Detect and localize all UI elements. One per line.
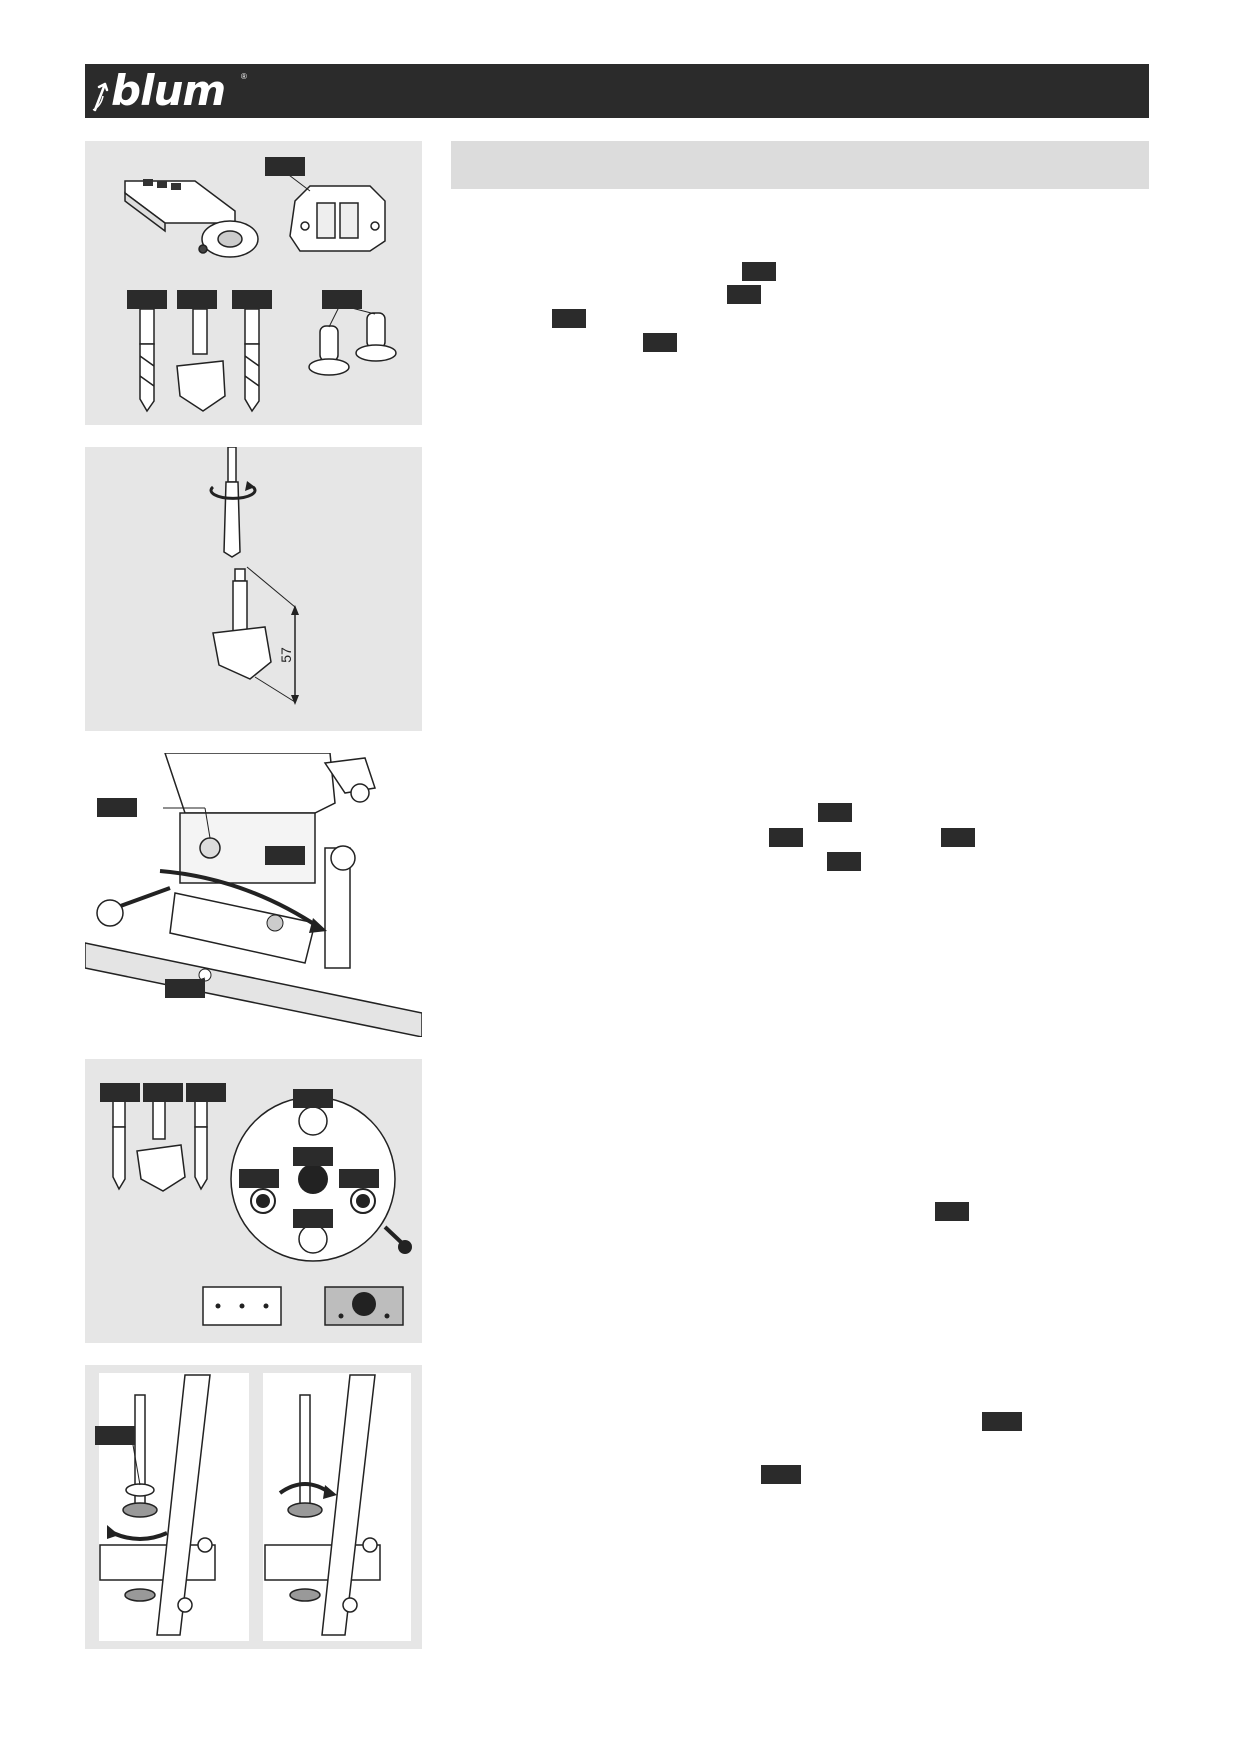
- figure-depth-stop: [85, 1365, 422, 1649]
- inline-tag: [982, 1412, 1022, 1431]
- inline-tag: [941, 828, 975, 847]
- label-tag: [95, 1426, 135, 1445]
- dimension-label: 57: [277, 647, 294, 663]
- section-title-bar: [451, 141, 1149, 189]
- label-tag: [322, 290, 362, 309]
- label-tag: [232, 290, 272, 309]
- inline-tag: [552, 309, 586, 328]
- machine-illustration: [85, 753, 422, 1037]
- inline-tag: [643, 333, 677, 352]
- header-bar: blum ®: [85, 64, 1149, 118]
- inline-tag: [769, 828, 803, 847]
- inline-tag: [827, 852, 861, 871]
- inline-tag: [761, 1465, 801, 1484]
- label-tag: [127, 290, 167, 309]
- depth-stop-illustration: [99, 1373, 411, 1641]
- inline-tag: [742, 262, 776, 281]
- blum-logo: blum ®: [89, 66, 249, 116]
- label-tag: [293, 1209, 333, 1228]
- label-tag: [186, 1083, 226, 1102]
- registered-mark: ®: [241, 72, 247, 81]
- figure-parts-overview: [85, 141, 422, 425]
- label-tag: [100, 1083, 140, 1102]
- inline-tag: [935, 1202, 969, 1221]
- drill-depth-illustration: [209, 447, 299, 705]
- label-tag: [265, 846, 305, 865]
- inline-tag: [727, 285, 761, 304]
- label-tag: [293, 1089, 333, 1108]
- label-tag: [97, 798, 137, 817]
- label-tag: [165, 979, 205, 998]
- drill-head-illustration: [112, 1096, 412, 1326]
- label-tag: [293, 1147, 333, 1166]
- label-tag: [177, 290, 217, 309]
- figure-drill-head-layout: [85, 1059, 422, 1343]
- figure-machine-setup: [85, 753, 422, 1037]
- arrow-icon: [92, 82, 109, 112]
- label-tag: [239, 1169, 279, 1188]
- inline-tag: [818, 803, 852, 822]
- label-tag: [143, 1083, 183, 1102]
- figure-drill-depth: 57: [85, 447, 422, 731]
- logo-text: blum: [111, 66, 226, 115]
- label-tag: [339, 1169, 379, 1188]
- label-tag: [265, 157, 305, 176]
- parts-illustration: [124, 168, 397, 413]
